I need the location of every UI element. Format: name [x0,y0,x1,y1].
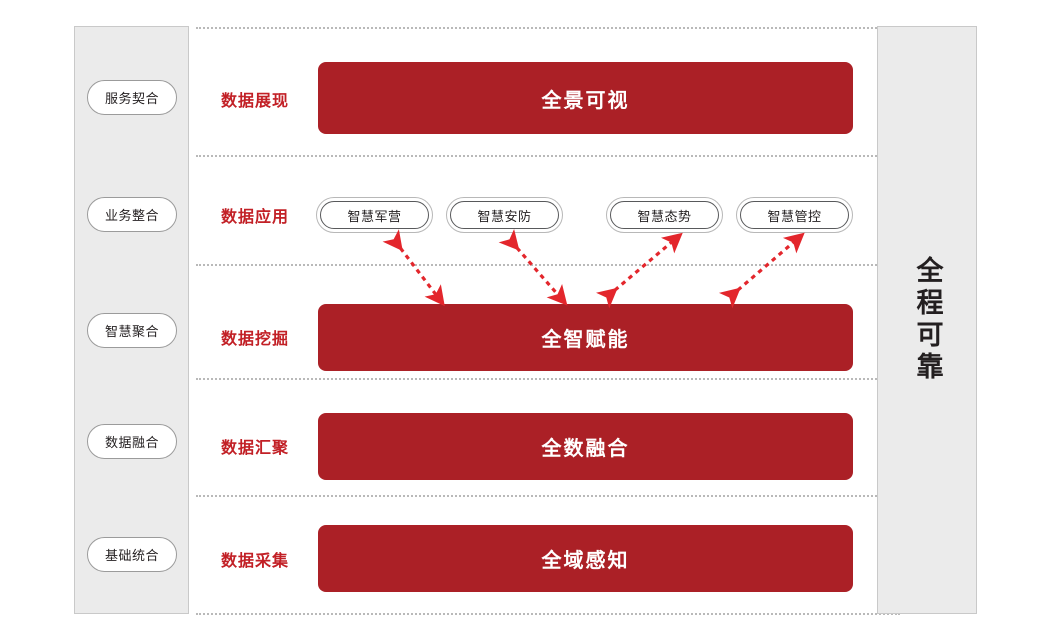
capability-pill-0[interactable]: 服务契合 [87,80,177,115]
platform-bar-panoramic[interactable]: 全景可视 [318,62,853,134]
application-pill-2[interactable]: 智慧态势 [606,197,723,233]
row-divider-3 [196,378,900,380]
application-label: 智慧安防 [477,209,532,225]
application-label: 智慧管控 [767,209,822,225]
connector-arrow-2 [596,232,683,309]
stage-label-0: 数据展现 [220,91,289,110]
application-pill-inner: 智慧安防 [450,201,559,229]
application-pill-0[interactable]: 智慧军营 [316,197,433,233]
application-label: 智慧态势 [637,209,692,225]
capability-pill-4[interactable]: 基础统合 [87,537,177,572]
connector-arrow-1 [498,228,568,306]
capability-label: 智慧聚合 [104,325,159,340]
application-pill-inner: 智慧管控 [740,201,849,229]
capability-label: 业务整合 [104,209,159,224]
connector-arrow-3 [718,232,805,309]
capability-pill-3[interactable]: 数据融合 [87,424,177,459]
capability-pill-1[interactable]: 业务整合 [87,197,177,232]
stage-label-3: 数据汇聚 [220,438,289,457]
capability-pill-2[interactable]: 智慧聚合 [87,313,177,348]
capability-label: 数据融合 [104,436,159,451]
row-divider-4 [196,495,900,497]
row-divider-2 [196,264,900,266]
application-label: 智慧军营 [347,209,402,225]
capability-label: 基础统合 [104,549,159,564]
application-pill-inner: 智慧军营 [320,201,429,229]
reliability-panel: 全程可靠 [877,26,977,614]
application-pill-3[interactable]: 智慧管控 [736,197,853,233]
row-divider-1 [196,155,900,157]
platform-bar-intelligence[interactable]: 全智赋能 [318,304,853,371]
platform-bar-perception[interactable]: 全域感知 [318,525,853,592]
application-pill-1[interactable]: 智慧安防 [446,197,563,233]
stage-label-4: 数据采集 [220,551,289,570]
stage-label-1: 数据应用 [220,207,289,226]
platform-bar-datafusion[interactable]: 全数融合 [318,413,853,480]
row-divider-bottom [196,613,900,615]
stage-label-2: 数据挖掘 [220,329,289,348]
application-pill-inner: 智慧态势 [610,201,719,229]
row-divider-top [196,27,900,29]
reliability-label: 全程可靠 [911,256,943,384]
capability-label: 服务契合 [104,92,159,107]
connector-arrow-0 [382,229,445,307]
